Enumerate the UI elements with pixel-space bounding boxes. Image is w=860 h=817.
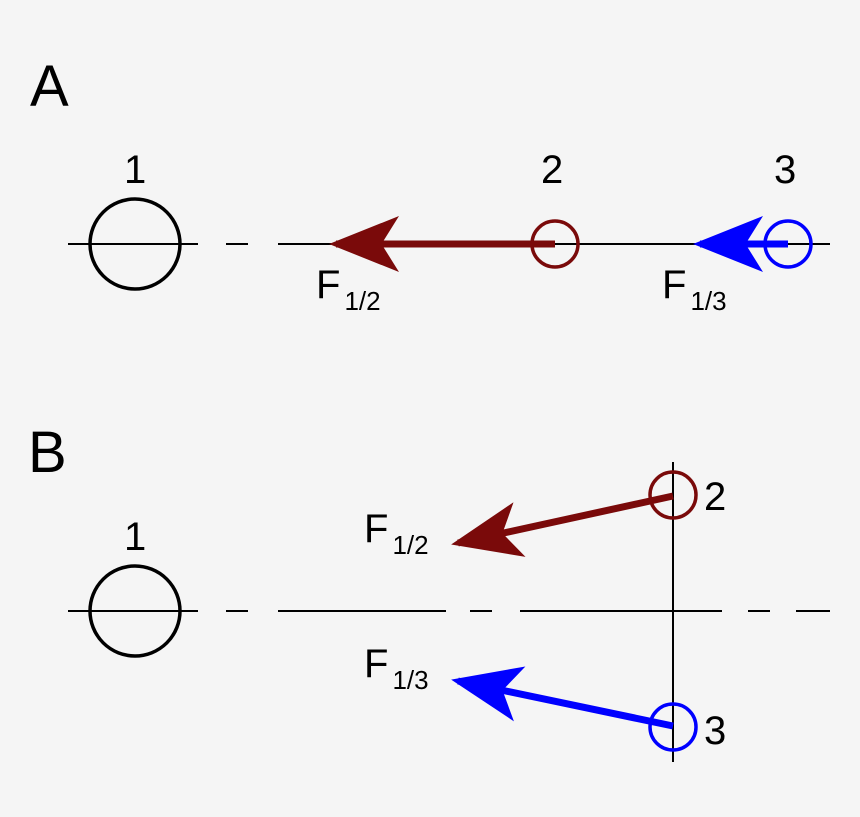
panel-b-body-1-circle xyxy=(88,564,182,658)
panel-a-body-3-label: 3 xyxy=(774,148,796,192)
panel-b-label: B xyxy=(28,420,67,485)
panel-a-body-1-label: 1 xyxy=(124,148,146,192)
panel-a-body-1-circle xyxy=(88,197,182,291)
panel-a-body-2-label: 2 xyxy=(541,148,563,192)
panel-b-body-3-label: 3 xyxy=(704,709,726,753)
panel-b-body-2-circle xyxy=(648,470,698,520)
panel-b-body-3-circle xyxy=(648,702,698,752)
panel-b-force-1-2-arrow xyxy=(451,492,674,557)
panel-b-force-1-3-arrow xyxy=(451,666,674,730)
panel-b-body-1-label: 1 xyxy=(124,515,146,559)
panel-a-label: A xyxy=(30,54,69,119)
panel-b-body-2-label: 2 xyxy=(704,475,726,519)
